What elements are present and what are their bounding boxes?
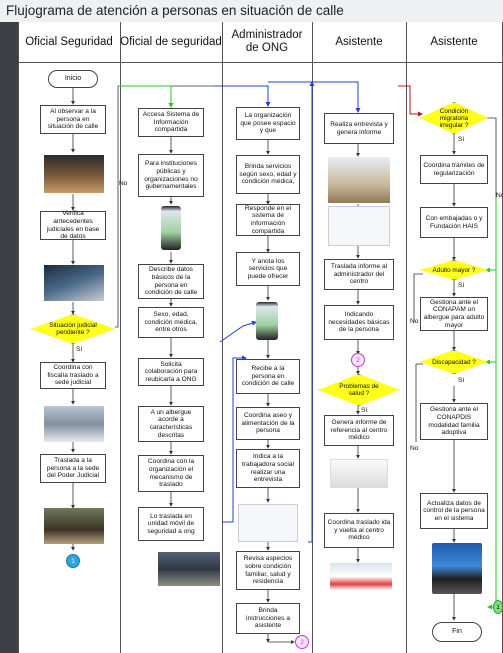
process-instituciones: Para instituciones públicas y organizaci…	[138, 154, 204, 197]
process-sexo-edad: Sexo, edad, condición médica, entre otro…	[138, 307, 204, 338]
process-gestiona-conapdis: Gestiona ante el CONAPDIS modalidad fami…	[420, 403, 488, 440]
process-traslada-informe: Traslada informe al administrador del ce…	[324, 259, 394, 290]
process-actualiza-datos: Actualiza datos de control de la persona…	[420, 493, 488, 529]
process-brinda-instrucciones: Brinda instrucciones a asistente	[236, 603, 300, 634]
lane-header-oficial-seguridad-2: Oficial de seguridad	[120, 35, 222, 48]
lane-header-oficial-seguridad-1: Oficial Seguridad	[25, 35, 113, 48]
process-indicando-necesidades: Indicando necesidades básicas de la pers…	[324, 305, 394, 340]
decision-condicion-migratoria: Condición migratoria irregular ?	[420, 102, 488, 134]
illustration-interview	[328, 157, 390, 203]
label-yes: Sí	[361, 407, 368, 414]
process-describe-datos: Describe datos básicos de la persona en …	[138, 264, 204, 299]
connector-2: 2	[295, 635, 309, 649]
process-gestiona-conapam: Gestiona ante el CONAPAM un albergue par…	[420, 297, 488, 331]
photo-street-person	[44, 155, 104, 193]
process-embajadas: Con embajadas o y Fundación HAIS	[420, 207, 488, 238]
header-divider	[18, 62, 503, 63]
decision-discapacidad: Discapacidad ?	[420, 350, 488, 374]
label-no: No	[496, 192, 503, 199]
process-recibe-persona: Recibe a la persona en condición de call…	[236, 359, 300, 394]
connector-1: 1	[493, 600, 503, 614]
label-yes: Sí	[458, 377, 465, 384]
label-no: No	[410, 445, 419, 452]
decision-situacion-judicial: Situación judicial pendiente ?	[31, 314, 115, 344]
lane-divider	[18, 22, 19, 653]
end-terminal: Fin	[432, 622, 482, 642]
process-albergue-acorde: A un albergue acorde a características d…	[138, 406, 204, 442]
connector-1: 1	[66, 554, 80, 568]
lane-divider	[406, 22, 407, 653]
photo-ambulance	[330, 563, 392, 597]
decision-problemas-salud: Problemas de salud ?	[318, 374, 400, 406]
process-coordina-tramites: Coordina trámites de regularización	[420, 155, 488, 184]
computer-icon	[432, 543, 482, 594]
process-observar-persona: Al observar a la persona en situación de…	[40, 105, 106, 134]
photo-building	[44, 508, 104, 544]
photo-documents	[330, 459, 388, 488]
lane-divider	[312, 22, 313, 653]
flowchart-canvas: Oficial Seguridad Oficial de seguridad A…	[18, 22, 503, 653]
label-yes: Sí	[76, 346, 83, 353]
label-no: No	[410, 318, 419, 325]
decision-adulto-mayor: Adulto mayor ?	[420, 260, 488, 280]
process-coordina-aseo: Coordina aseo y alimentación de la perso…	[236, 407, 300, 440]
label-yes: Sí	[458, 282, 465, 289]
process-revisa-aspectos: Revisa aspectos sobre condición familiar…	[236, 551, 300, 590]
process-brinda-servicios: Brinda servicios según sexo, edad y cond…	[236, 155, 300, 194]
phone-icon	[256, 302, 278, 340]
process-coordina-organizacion: Coordina con la organización el mecanism…	[138, 455, 204, 492]
page-title: Flujograma de atención a personas en sit…	[0, 0, 503, 22]
photo-courtroom	[44, 406, 104, 442]
process-coordina-fiscalia: Coordina con fiscalía traslado a sede ju…	[40, 362, 106, 389]
connector-2: 2	[351, 353, 365, 367]
lane-divider	[120, 22, 121, 653]
process-indica-trabajadora: Indica a la trabajadora social realizar …	[236, 449, 300, 488]
lane-header-asistente-1: Asistente	[335, 35, 383, 48]
photo-computer-desk	[44, 265, 104, 301]
process-verifica-antecedentes: Verifica antecedentes judiciales en base…	[40, 210, 106, 240]
process-responde-sistema: Responde en el sistema de información co…	[236, 204, 300, 236]
start-terminal: Inicio	[48, 70, 98, 88]
document-icon	[328, 206, 390, 246]
label-yes: Sí	[458, 136, 465, 143]
process-anota-servicios: Y anota los servicios que puede ofrecer	[236, 252, 300, 286]
process-traslada-unidad-movil: Lo traslada en unidad móvil de seguridad…	[138, 507, 204, 541]
process-traslada-poder-judicial: Traslada a la persona a la sede del Pode…	[40, 454, 106, 483]
process-organizacion-espacio: La organización que posee espacio y que	[236, 107, 300, 140]
document-icon	[238, 504, 298, 542]
process-realiza-entrevista: Realiza entrevista y genera informe	[324, 113, 394, 144]
phone-icon	[161, 206, 181, 250]
photo-police-vehicle	[158, 552, 220, 586]
process-solicita-colaboracion: Solicita colaboración para reubicarla a …	[138, 358, 204, 386]
lane-header-asistente-2: Asistente	[430, 35, 478, 48]
process-genera-informe-referencia: Genera informe de referencia al centro m…	[324, 415, 394, 446]
lane-divider	[222, 22, 223, 653]
process-accesa-sistema: Accesa Sistema de Información compartida	[138, 108, 204, 137]
label-no: No	[119, 180, 128, 187]
process-coordina-traslado-medico: Coordina traslado ida y vuelta al centro…	[324, 513, 394, 548]
lane-header-administrador-ong: Administrador de ONG	[231, 29, 303, 54]
